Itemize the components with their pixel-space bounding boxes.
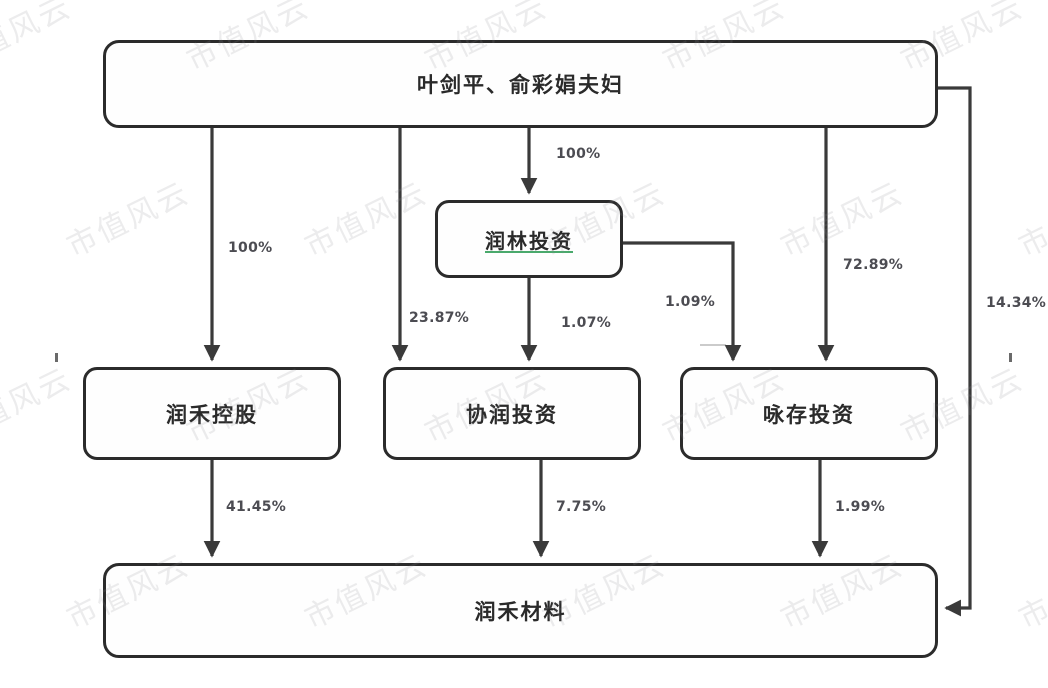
node-runhe-material-label: 润禾材料 bbox=[474, 599, 567, 624]
edge-label-controllers-runhe-holding: 100% bbox=[228, 240, 273, 256]
edge-label-runhe-holding-material: 41.45% bbox=[226, 499, 287, 515]
edge-label-controllers-xierun: 23.87% bbox=[409, 310, 470, 326]
node-xierun-investment-label: 协润投资 bbox=[466, 402, 558, 427]
node-runhe-material[interactable]: 润禾材料 bbox=[103, 563, 938, 658]
scan-artifact-right bbox=[1009, 353, 1012, 362]
scan-artifact-center bbox=[700, 344, 726, 346]
edge-runlin-to-yongcun bbox=[623, 241, 742, 362]
node-controllers[interactable]: 叶剑平、俞彩娟夫妇 bbox=[103, 40, 938, 128]
edge-label-xierun-material: 7.75% bbox=[556, 499, 607, 515]
node-runhe-holding[interactable]: 润禾控股 bbox=[83, 367, 341, 460]
edge-label-controllers-runhe-material: 14.34% bbox=[986, 295, 1047, 311]
edge-label-controllers-yongcun: 72.89% bbox=[843, 257, 904, 273]
node-controllers-label: 叶剑平、俞彩娟夫妇 bbox=[417, 73, 624, 97]
node-xierun-investment[interactable]: 协润投资 bbox=[383, 367, 641, 460]
edge-controllers-to-runhe-material bbox=[938, 86, 972, 617]
edge-label-runlin-xierun: 1.07% bbox=[561, 315, 612, 331]
scan-artifact-left bbox=[55, 353, 58, 362]
node-runhe-holding-label: 润禾控股 bbox=[166, 402, 258, 427]
node-yongcun-investment-label: 咏存投资 bbox=[763, 402, 855, 427]
edge-label-yongcun-material: 1.99% bbox=[835, 499, 886, 515]
node-yongcun-investment[interactable]: 咏存投资 bbox=[680, 367, 938, 460]
node-runlin-investment[interactable]: 润林投资 bbox=[435, 200, 623, 278]
node-runlin-investment-label: 润林投资 bbox=[485, 228, 573, 253]
edge-label-runlin-yongcun: 1.09% bbox=[665, 294, 716, 310]
edge-label-controllers-runlin: 100% bbox=[556, 146, 601, 162]
